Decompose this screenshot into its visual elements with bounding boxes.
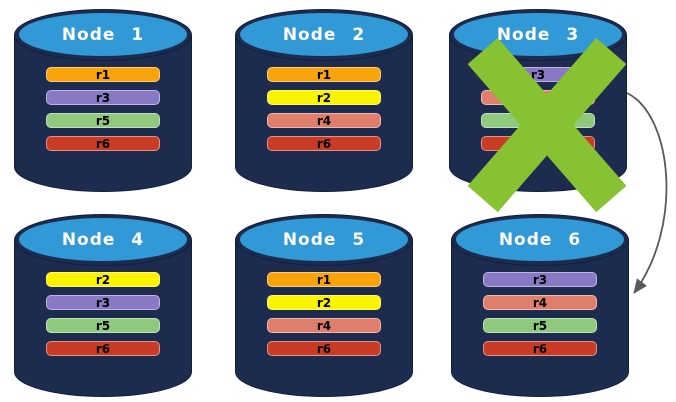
- replica-bar: r4: [483, 295, 597, 310]
- replica-bar: r2: [46, 272, 160, 287]
- node-title: Node 3: [496, 24, 580, 45]
- replica-list: r1 r2 r4 r6: [267, 67, 381, 151]
- replica-bar: r1: [267, 272, 381, 287]
- node-title: Node 4: [61, 229, 145, 250]
- replica-bar: r4: [267, 113, 381, 128]
- node-title: Node 2: [282, 24, 366, 45]
- replica-bar: r3: [46, 90, 160, 105]
- node-title: Node 6: [498, 229, 582, 250]
- replica-list: r1 r2 r4 r6: [267, 272, 381, 356]
- replica-bar: r6: [483, 341, 597, 356]
- replica-bar: r6: [267, 136, 381, 151]
- replica-list: r1 r3 r5 r6: [46, 67, 160, 151]
- node-title: Node 1: [61, 24, 145, 45]
- replica-list: r3 r4 r5 r6: [483, 272, 597, 356]
- replica-bar: r3: [483, 272, 597, 287]
- replica-bar: r3: [481, 67, 595, 82]
- replica-bar: r5: [46, 318, 160, 333]
- cylinder-top: Node 3: [449, 9, 627, 61]
- replica-bar: r4: [267, 318, 381, 333]
- replica-bar: r1: [46, 67, 160, 82]
- node-6-cylinder: Node 6 r3 r4 r5 r6: [451, 214, 629, 397]
- node-5-cylinder: Node 5 r1 r2 r4 r6: [235, 214, 413, 397]
- cylinder-top-face: Node 1: [19, 13, 187, 56]
- cylinder-top: Node 2: [235, 9, 413, 61]
- replica-bar: r6: [46, 341, 160, 356]
- replica-bar: r6: [46, 136, 160, 151]
- replica-bar: r6: [481, 136, 595, 151]
- replica-bar: r3: [46, 295, 160, 310]
- replica-bar: r4: [481, 90, 595, 105]
- cylinder-top-face: Node 4: [19, 218, 187, 261]
- replica-list: r2 r3 r5 r6: [46, 272, 160, 356]
- cylinder-top-face: Node 3: [454, 13, 622, 56]
- node-1-cylinder: Node 1 r1 r3 r5 r6: [14, 9, 192, 192]
- cylinder-top-face: Node 2: [240, 13, 408, 56]
- cylinder-top: Node 6: [451, 214, 629, 266]
- replica-bar: r5: [483, 318, 597, 333]
- cylinder-top: Node 1: [14, 9, 192, 61]
- node-title: Node 5: [282, 229, 366, 250]
- replica-bar: r2: [267, 90, 381, 105]
- cylinder-top-face: Node 5: [240, 218, 408, 261]
- replica-bar: r5: [481, 113, 595, 128]
- cylinder-top: Node 5: [235, 214, 413, 266]
- cylinder-top-face: Node 6: [456, 218, 624, 261]
- replica-list: r3 r4 r5 r6: [481, 67, 595, 151]
- replica-bar: r5: [46, 113, 160, 128]
- node-2-cylinder: Node 2 r1 r2 r4 r6: [235, 9, 413, 192]
- failover-arrow: [626, 92, 668, 294]
- node-4-cylinder: Node 4 r2 r3 r5 r6: [14, 214, 192, 397]
- node-3-cylinder: Node 3 r3 r4 r5 r6: [449, 9, 627, 213]
- replica-bar: r6: [267, 341, 381, 356]
- cylinder-top: Node 4: [14, 214, 192, 266]
- replica-bar: r1: [267, 67, 381, 82]
- replica-bar: r2: [267, 295, 381, 310]
